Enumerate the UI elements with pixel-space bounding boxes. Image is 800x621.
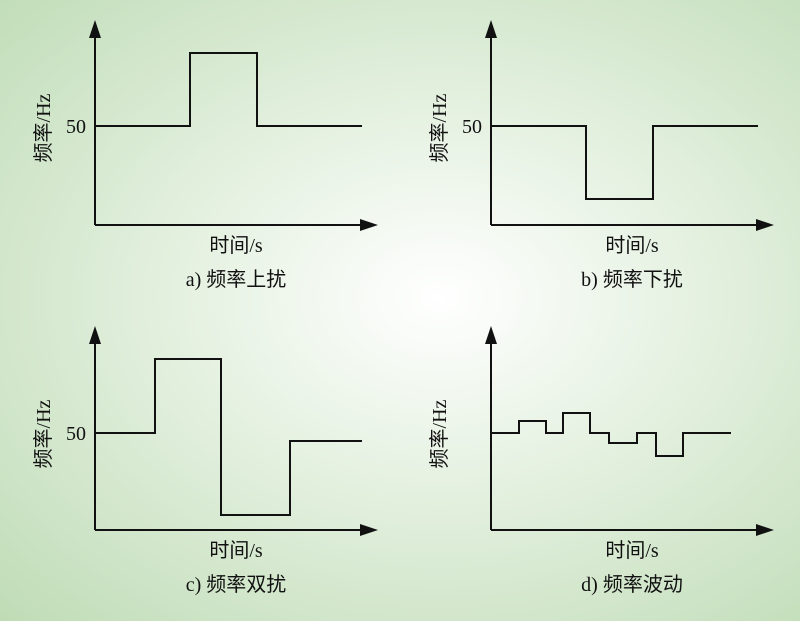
panel-d: 频率/Hz 时间/s d) 频率波动 [428, 326, 774, 596]
panel-a-frequency-curve [95, 52, 362, 127]
panel-b-y-axis-arrow [485, 20, 497, 38]
panel-b-y-tick-50: 50 [462, 116, 482, 138]
panel-a-x-axis-label: 时间/s [209, 234, 263, 257]
panel-d-x-axis-arrow [756, 524, 774, 536]
panel-c-x-axis-label: 时间/s [209, 539, 263, 562]
panel-a-x-axis-arrow [360, 219, 378, 231]
panel-a-y-axis-arrow [89, 20, 101, 38]
panel-c-y-axis-arrow [89, 326, 101, 344]
panel-d-y-axis-arrow [485, 326, 497, 344]
panel-c: 50 频率/Hz 时间/s c) 频率双扰 [32, 326, 378, 596]
panel-b-y-axis-label: 频率/Hz [428, 93, 451, 162]
panel-a: 50 频率/Hz 时间/s a) 频率上扰 [32, 20, 378, 291]
panel-c-caption: c) 频率双扰 [186, 573, 287, 596]
panel-b-x-axis-label: 时间/s [605, 234, 659, 257]
panel-b-caption: b) 频率下扰 [581, 268, 683, 291]
panel-b-x-axis-arrow [756, 219, 774, 231]
panel-a-y-axis-label: 频率/Hz [32, 93, 55, 162]
panel-c-frequency-curve [95, 358, 362, 516]
panel-c-y-axis-label: 频率/Hz [32, 399, 55, 468]
panel-a-caption: a) 频率上扰 [186, 268, 287, 291]
panel-b: 50 频率/Hz 时间/s b) 频率下扰 [428, 20, 774, 291]
panel-c-x-axis-arrow [360, 524, 378, 536]
panel-b-frequency-curve [491, 125, 758, 200]
panel-a-y-tick-50: 50 [66, 116, 86, 138]
panel-d-frequency-curve [491, 412, 731, 457]
panel-d-y-axis-label: 频率/Hz [428, 399, 451, 468]
panel-c-y-tick-50: 50 [66, 423, 86, 445]
panel-d-caption: d) 频率波动 [581, 573, 683, 596]
panel-d-x-axis-label: 时间/s [605, 539, 659, 562]
